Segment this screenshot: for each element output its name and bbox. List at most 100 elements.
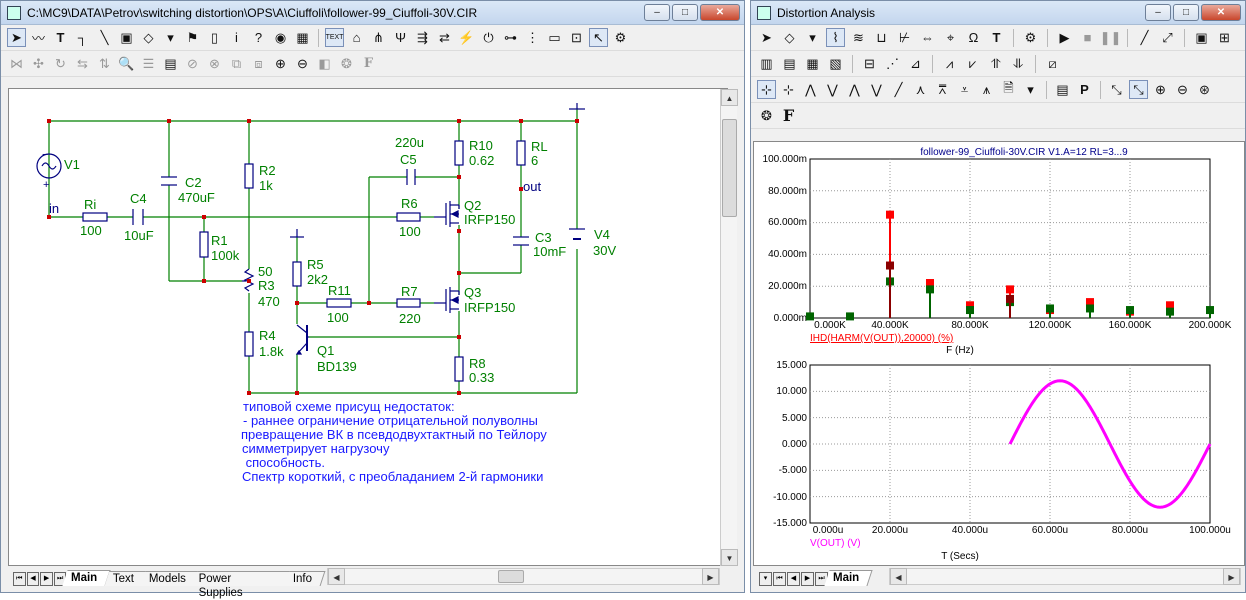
scroll-thumb[interactable] xyxy=(722,119,737,217)
next-tab-icon[interactable]: ▶ xyxy=(801,572,814,586)
pin-names-icon[interactable]: ⌂ xyxy=(352,30,361,45)
border-icon[interactable]: ⊡ xyxy=(571,29,582,45)
r8-value[interactable]: 0.33 xyxy=(469,370,494,385)
title-block-icon[interactable]: ▭ xyxy=(548,29,561,45)
rl-label[interactable]: RL xyxy=(531,139,548,154)
next-low-icon[interactable]: ⋁ xyxy=(871,81,882,97)
select-arrow-icon[interactable]: ➤ xyxy=(7,28,26,47)
q1-label[interactable]: Q1 xyxy=(317,343,334,358)
r7-label[interactable]: R7 xyxy=(401,284,418,299)
line-icon[interactable]: ╱ xyxy=(1140,29,1149,45)
analysis-maximize-button[interactable]: □ xyxy=(1173,4,1199,21)
hscroll-thumb[interactable] xyxy=(498,570,524,583)
r11-value[interactable]: 100 xyxy=(327,310,349,325)
text-tool-icon[interactable]: T xyxy=(56,30,65,45)
cursor-left-icon[interactable]: ⊹ xyxy=(757,80,776,99)
voltage-icon[interactable]: ⇶ xyxy=(417,29,428,45)
grid-icon[interactable]: ⋮ xyxy=(526,29,539,45)
v4-label[interactable]: V4 xyxy=(594,227,610,242)
first-tab-icon[interactable]: ⏮ xyxy=(13,572,26,586)
r10-label[interactable]: R10 xyxy=(469,138,493,153)
major-grid-icon[interactable]: ▤ xyxy=(783,55,796,71)
scale-mode-icon[interactable]: ⌇ xyxy=(826,28,845,47)
move-icon[interactable]: ✣ xyxy=(33,55,44,71)
waveform-series-label[interactable]: V(OUT) (V) xyxy=(810,538,861,549)
flip-y-icon[interactable]: ⇅ xyxy=(99,55,110,71)
q1-value[interactable]: BD139 xyxy=(317,359,357,374)
auto-scale-icon[interactable]: ⤡ xyxy=(1129,80,1148,99)
minimize-button[interactable]: ‒ xyxy=(644,4,670,21)
rotate-icon[interactable]: ↻ xyxy=(55,55,66,71)
point-icon[interactable]: ▯ xyxy=(210,29,219,45)
inflection-icon[interactable]: ⋏ xyxy=(915,81,926,97)
next-tab-icon[interactable]: ▶ xyxy=(40,572,53,586)
wire-mode-icon[interactable]: 〰 xyxy=(31,31,45,46)
valley-icon[interactable]: ⩗ xyxy=(968,55,977,71)
maximize-button[interactable]: □ xyxy=(672,4,698,21)
zoom-in-icon[interactable]: ⊕ xyxy=(275,55,286,71)
r7-value[interactable]: 220 xyxy=(399,311,421,326)
first-tab-icon[interactable]: ⏮ xyxy=(773,572,786,586)
global-low-icon[interactable]: ⩡ xyxy=(960,81,969,97)
r11-label[interactable]: R11 xyxy=(328,283,351,298)
r6-resistor[interactable] xyxy=(396,212,421,222)
c2-value[interactable]: 470uF xyxy=(178,190,215,205)
next-peak-icon[interactable]: ⋀ xyxy=(805,81,816,97)
scroll-right-icon[interactable]: ▶ xyxy=(1223,568,1240,585)
prev-tab-icon[interactable]: ◀ xyxy=(787,572,800,586)
globe-icon[interactable]: ❂ xyxy=(341,55,352,71)
comment-icon[interactable]: ▤ xyxy=(164,55,177,71)
zoom-fit-icon[interactable]: ⊛ xyxy=(1199,81,1210,97)
peak-icon[interactable]: ⩘ xyxy=(945,55,954,71)
r2-resistor[interactable] xyxy=(244,163,254,189)
properties-icon[interactable]: ⚙ xyxy=(614,29,627,45)
r7-resistor[interactable] xyxy=(396,298,421,308)
minor-grid-icon[interactable]: ▥ xyxy=(760,55,773,71)
dropdown-icon[interactable]: ▾ xyxy=(167,29,174,45)
r1-value[interactable]: 100k xyxy=(211,248,240,263)
alert-icon[interactable]: ⊘ xyxy=(187,55,198,71)
camera-icon[interactable]: ◧ xyxy=(318,55,331,71)
scope-icon[interactable]: ◉ xyxy=(274,29,287,45)
schematic-canvas[interactable]: V1 − + in Ri 100 C4 10uF C2 470uF R1 100… xyxy=(8,88,728,566)
save-icon[interactable]: 🗎 xyxy=(1003,79,1014,95)
q3-label[interactable]: Q3 xyxy=(464,285,481,300)
shapes-icon[interactable]: ◇ xyxy=(143,29,154,45)
pan-icon[interactable]: ⊔ xyxy=(876,29,887,45)
diagonal-wire-icon[interactable]: ╲ xyxy=(100,29,109,45)
label-icon[interactable]: P xyxy=(1080,82,1089,97)
trace-icon[interactable]: ⤢ xyxy=(1162,29,1173,45)
component-icon[interactable]: ▦ xyxy=(296,29,309,45)
tab-dropdown-icon[interactable]: ▾ xyxy=(759,572,772,586)
scroll-down-icon[interactable]: ▼ xyxy=(721,549,738,566)
run-icon[interactable]: ▶ xyxy=(1059,29,1070,45)
current-icon[interactable]: ⇄ xyxy=(439,29,450,45)
state-icon[interactable]: ⏻ xyxy=(483,29,494,45)
globe-icon[interactable]: ❂ xyxy=(761,107,772,123)
point-tag-icon[interactable]: ⊬ xyxy=(898,29,911,45)
tab-main[interactable]: Main xyxy=(824,570,873,586)
ri-resistor[interactable] xyxy=(82,212,108,222)
table-icon[interactable]: ▤ xyxy=(1056,81,1069,97)
cursor-mode-icon[interactable]: ≋ xyxy=(853,29,864,45)
r4-value[interactable]: 1.8k xyxy=(259,344,284,359)
flip-x-icon[interactable]: ⇆ xyxy=(77,55,88,71)
c5-value[interactable]: 220u xyxy=(395,135,424,150)
flag-icon[interactable]: ⚑ xyxy=(186,29,199,45)
next-valley-icon[interactable]: ⋁ xyxy=(827,81,838,97)
info-pin-icon[interactable]: ▣ xyxy=(120,29,133,45)
v1-label[interactable]: V1 xyxy=(64,157,80,172)
out-node-label[interactable]: out xyxy=(523,179,541,194)
r4-resistor[interactable] xyxy=(244,331,254,357)
step-icon[interactable]: ⋈ xyxy=(10,55,23,71)
q2-value[interactable]: IRFP150 xyxy=(464,212,515,227)
pause-icon[interactable]: ❚❚ xyxy=(1099,29,1122,45)
font-icon[interactable]: F xyxy=(782,106,795,125)
orthogonal-wire-icon[interactable]: ┐ xyxy=(77,30,88,45)
properties-icon[interactable]: ⚙ xyxy=(1024,29,1037,45)
schematic-vertical-scrollbar[interactable]: ▲ ▼ xyxy=(720,89,738,566)
pin-connection-icon[interactable]: ⊶ xyxy=(504,29,517,45)
frame-icon[interactable]: ▣ xyxy=(1195,29,1208,45)
tab-models[interactable]: Models xyxy=(140,571,200,586)
c2-label[interactable]: C2 xyxy=(185,175,202,190)
